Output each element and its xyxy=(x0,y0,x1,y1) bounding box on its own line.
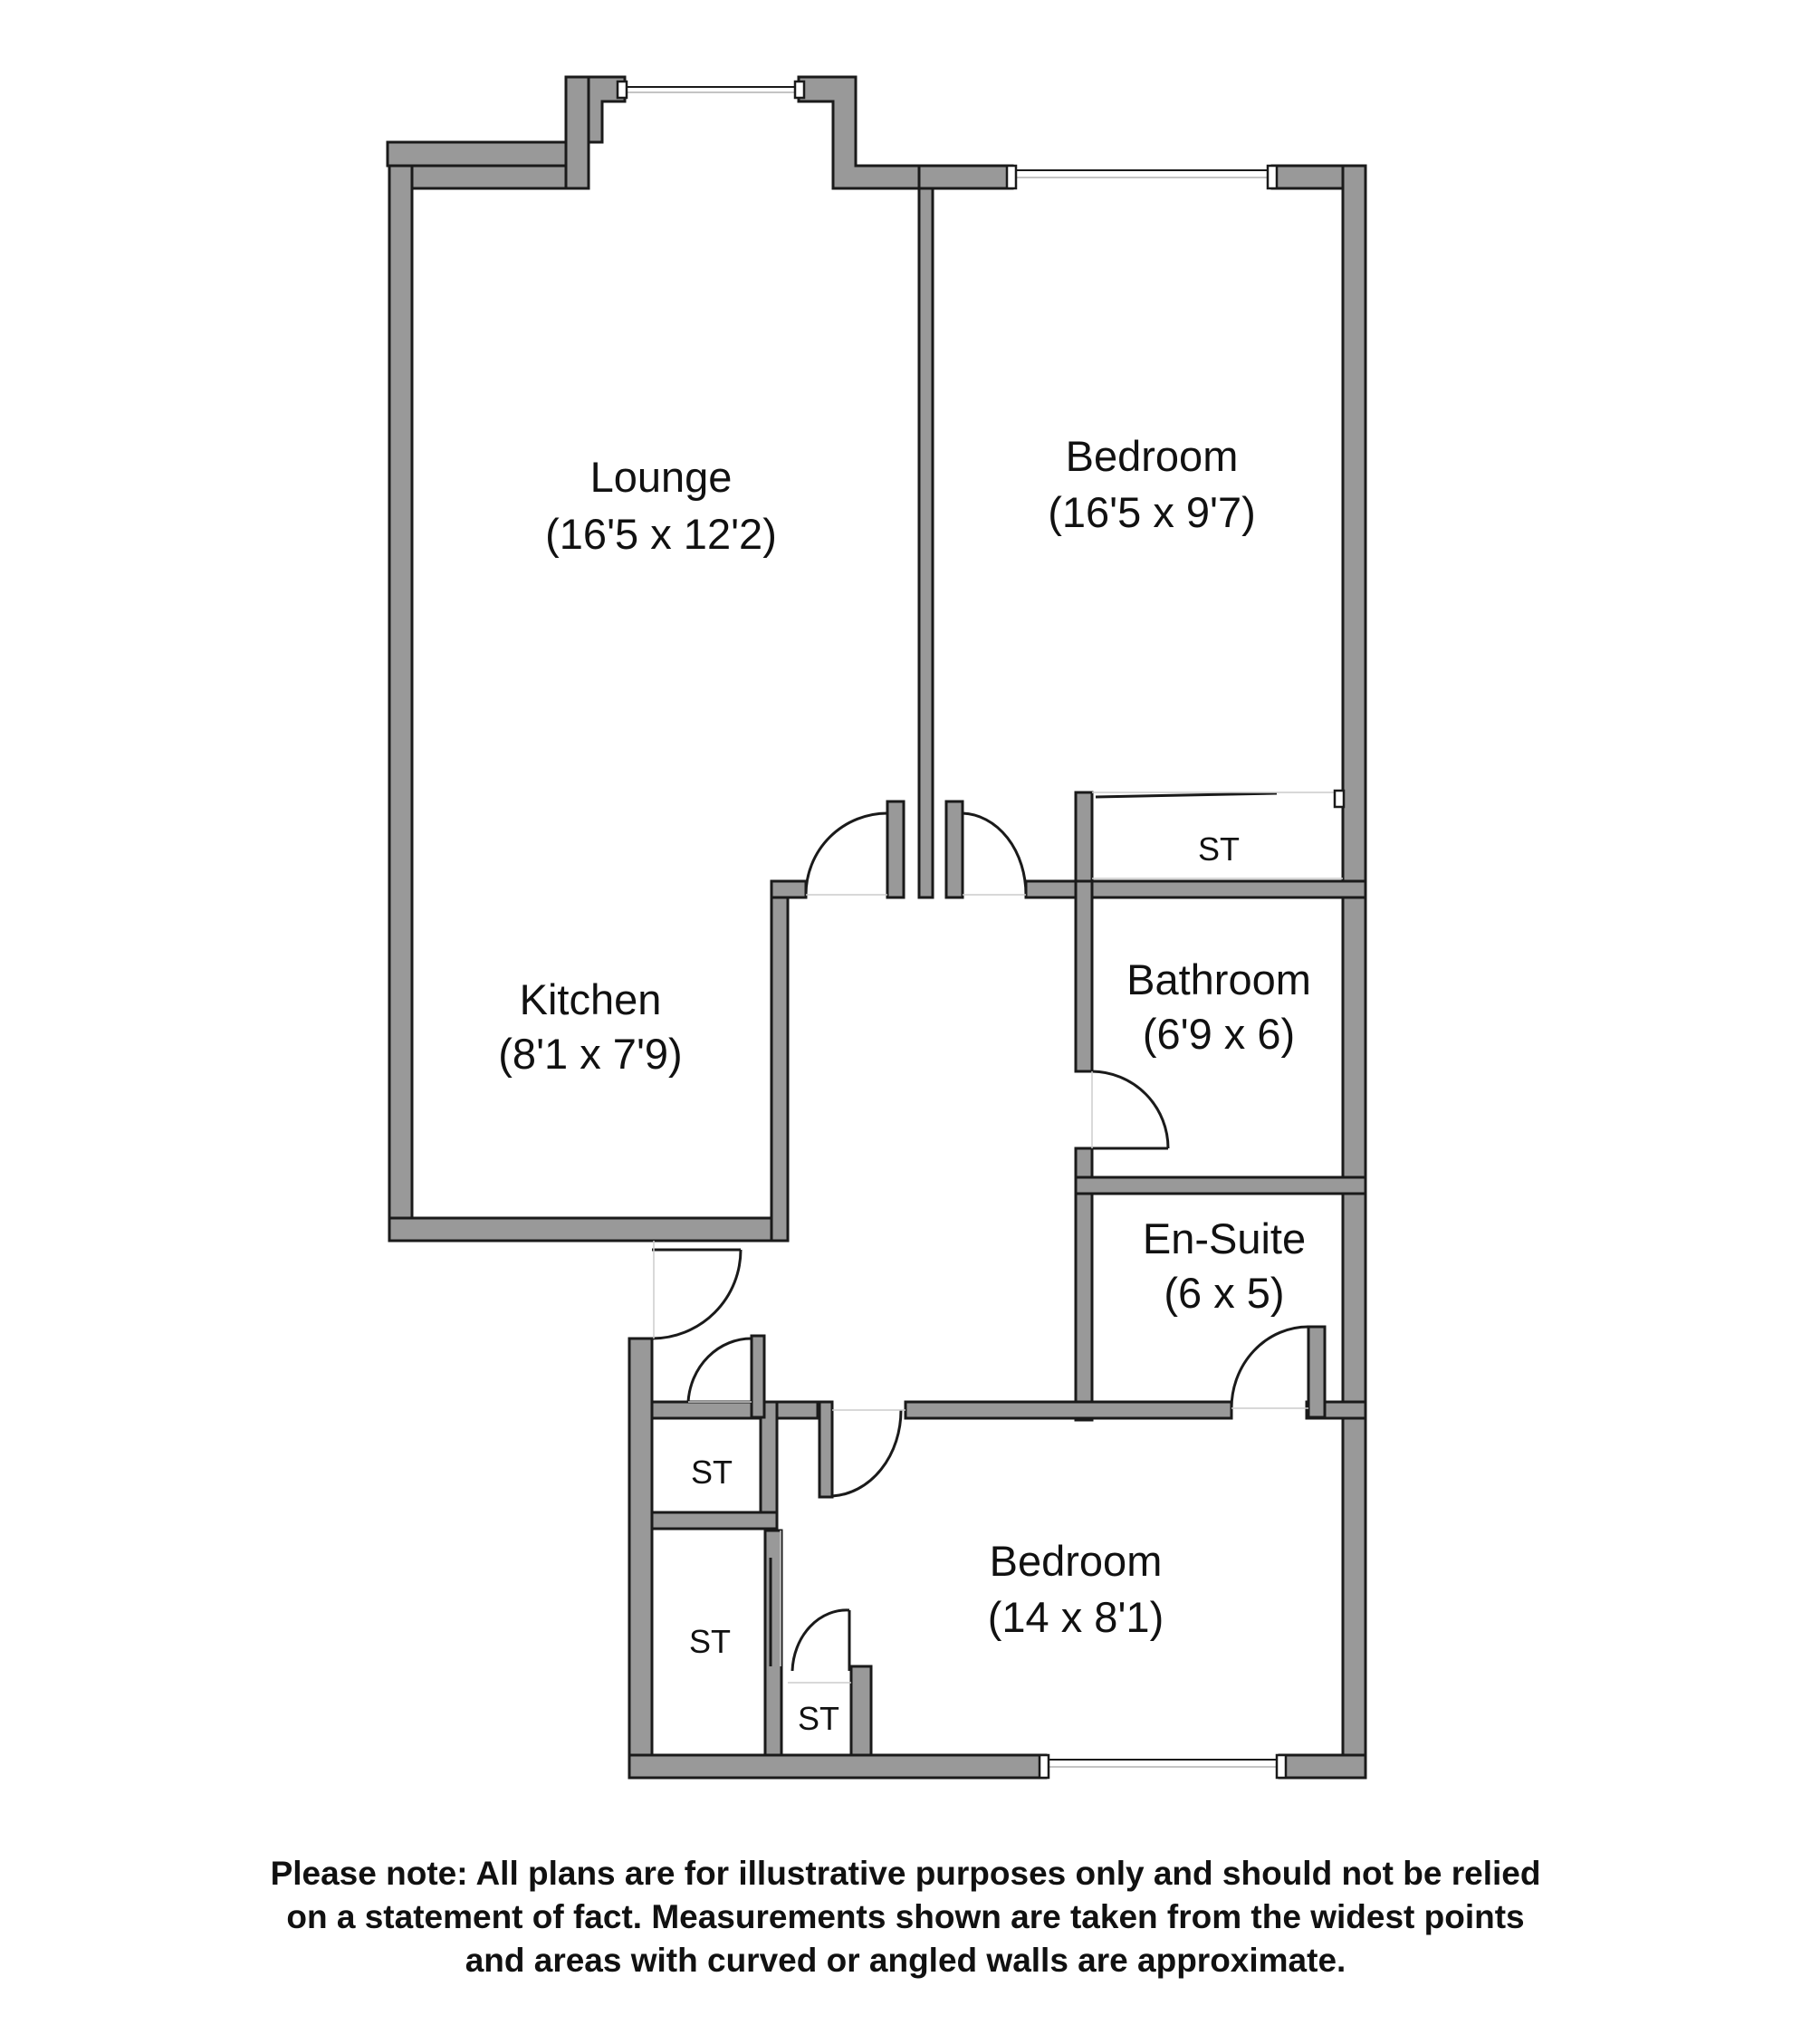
lower-st-right-wall xyxy=(763,1529,783,1763)
lounge-bedroom-divider xyxy=(917,164,934,899)
bedroom2-door xyxy=(831,1409,906,1498)
small-st-right-wall xyxy=(849,1665,873,1763)
bedroom2-window xyxy=(1038,1753,1288,1780)
small-st-door xyxy=(788,1608,851,1684)
bathroom-left-wall-lower xyxy=(1074,1147,1094,1422)
kitchen-top-stub xyxy=(770,879,808,899)
hall-west-wall xyxy=(628,1337,654,1780)
bedroom2-size: (14 x 8'1) xyxy=(988,1593,1164,1641)
hall-wall-top-a xyxy=(886,800,906,899)
bathroom-left-wall xyxy=(1074,879,1094,1073)
lounge-bay-right xyxy=(797,75,934,190)
bathroom-size: (6'9 x 6) xyxy=(1143,1010,1295,1058)
east-wall-upper xyxy=(1341,164,1367,1780)
bay-left-wall xyxy=(564,75,590,190)
south-wall-left xyxy=(628,1753,1048,1780)
bedroom1-top-wall-left xyxy=(917,164,1014,190)
kitchen-bottom-wall xyxy=(388,1216,790,1243)
bedroom1-name: Bedroom xyxy=(1066,432,1239,480)
hall-st-bottom-wall xyxy=(650,1511,779,1531)
front-door xyxy=(651,1241,743,1340)
kitchen-name: Kitchen xyxy=(520,975,662,1023)
bedroom1-window xyxy=(1005,164,1279,190)
lounge-door xyxy=(804,811,889,896)
lounge-size: (16'5 x 12'2) xyxy=(545,510,777,558)
bed2-top-wall-a xyxy=(775,1400,819,1420)
walls xyxy=(386,75,1367,1780)
hall-st-door-jamb xyxy=(750,1334,766,1419)
disclaimer-line-1: Please note: All plans are for illustrat… xyxy=(270,1855,1541,1892)
lower-st-label: ST xyxy=(689,1623,731,1660)
hall-st-right-wall xyxy=(759,1400,779,1531)
bedroom1-st-label: ST xyxy=(1198,830,1240,868)
disclaimer-line-3: and areas with curved or angled walls ar… xyxy=(465,1942,1346,1979)
bathroom-name: Bathroom xyxy=(1126,955,1311,1003)
ensuite-door xyxy=(1230,1325,1309,1409)
bedroom1-door xyxy=(961,811,1028,896)
lounge-name: Lounge xyxy=(590,453,733,501)
hall-st-label: ST xyxy=(691,1454,733,1491)
lounge-top-wall xyxy=(410,164,586,190)
bathroom-door xyxy=(1091,1070,1170,1150)
small-st-label: ST xyxy=(798,1700,839,1737)
south-wall-right xyxy=(1278,1753,1367,1780)
lounge-bay-window xyxy=(616,80,806,100)
kitchen-size: (8'1 x 7'9) xyxy=(498,1030,682,1078)
ensuite-size: (6 x 5) xyxy=(1164,1269,1284,1317)
hall-st-door xyxy=(686,1337,752,1403)
kitchen-right-wall xyxy=(770,879,790,1243)
bedroom1-size: (16'5 x 9'7) xyxy=(1048,488,1256,536)
bedroom2-name: Bedroom xyxy=(990,1537,1163,1585)
ensuite-name: En-Suite xyxy=(1143,1214,1306,1262)
lower-st-sliding-door xyxy=(769,1531,781,1666)
doors xyxy=(651,789,1346,1684)
ensuite-right-jamb xyxy=(1307,1325,1327,1419)
hall-wall-top-b xyxy=(944,800,964,899)
bedroom1-st-sliding-door xyxy=(1092,789,1346,879)
bed2-door-jamb-left xyxy=(818,1400,834,1499)
room-labels: Lounge (16'5 x 12'2) Bedroom (16'5 x 9'7… xyxy=(498,432,1311,1737)
windows xyxy=(616,80,1288,1780)
bathroom-ensuite-divider xyxy=(1074,1176,1367,1195)
disclaimer-note: Please note: All plans are for illustrat… xyxy=(181,1852,1630,1982)
disclaimer-line-2: on a statement of fact. Measurements sho… xyxy=(286,1898,1525,1935)
ensuite-bottom-wall-a xyxy=(904,1400,1233,1420)
